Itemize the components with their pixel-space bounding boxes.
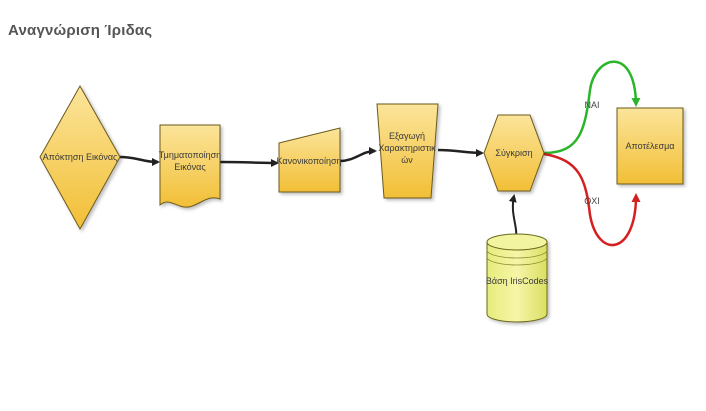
node-comparison[interactable] [483, 114, 545, 192]
edge-comparison-result-yes [543, 60, 641, 155]
node-acquisition[interactable] [39, 84, 121, 231]
node-comparison-label: Σύγκριση [495, 148, 532, 158]
page-title: Αναγνώριση Ίριδας [8, 22, 153, 39]
edge-comparison-result-no [543, 152, 641, 247]
node-acquisition-label: Απόκτηση Εικόνας [43, 152, 118, 162]
edge-segmentation-normalization [219, 158, 279, 167]
node-segmentation[interactable] [159, 124, 221, 208]
node-segmentation-label-line2: Εικόνας [174, 162, 206, 172]
edge-acquisition-segmentation [119, 155, 160, 166]
node-database-label: Βάση IrisCodes [486, 276, 549, 286]
node-segmentation-label-line1: Τμηματοποίηση [159, 150, 221, 160]
node-result-label: Αποτέλεσμα [626, 141, 675, 151]
edge-label-yes: ΝΑΙ [584, 100, 599, 110]
node-extraction[interactable] [376, 103, 439, 199]
edge-label-no: ΟΧΙ [584, 196, 600, 206]
node-extraction-label-line1: Εξαγωγή [389, 131, 425, 141]
edges [119, 60, 641, 247]
node-extraction-label-line2: Χαρακτηριστικ [378, 143, 436, 153]
node-extraction-label-line3: ών [401, 155, 413, 165]
edge-normalization-extraction [339, 147, 377, 163]
node-normalization[interactable] [278, 127, 341, 193]
node-normalization-label: Κανονικοποίηση [276, 156, 341, 166]
node-database[interactable] [486, 233, 548, 323]
node-result[interactable] [616, 107, 684, 185]
edge-database-comparison [508, 194, 518, 241]
edge-extraction-comparison [437, 148, 484, 157]
